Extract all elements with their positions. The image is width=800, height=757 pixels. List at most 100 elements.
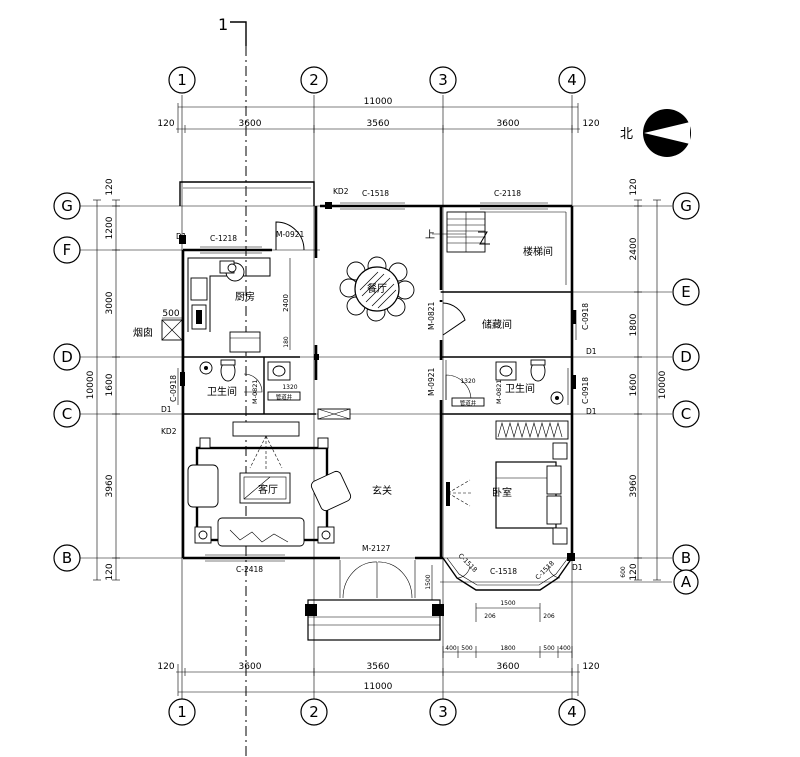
axis-label: 4 (567, 703, 577, 721)
opening-code: M-0821 (251, 380, 259, 405)
opening-code: C-0918 (581, 303, 590, 330)
room-label-flue: 烟囱 (133, 326, 153, 339)
dim-top-seg: 120 (157, 119, 174, 129)
dim-top-seg: 120 (582, 119, 599, 129)
dim-bottom-seg: 3600 (239, 662, 262, 672)
opening-code: M-0821 (427, 302, 436, 330)
opening-code: D1 (586, 347, 597, 356)
dining-table (339, 256, 415, 322)
opening-code: M-0821 (495, 380, 503, 405)
opening-code: C-1518 (457, 552, 479, 574)
room-label-bath-left: 卫生间 (207, 385, 237, 398)
dim-bottom-seg: 3600 (497, 662, 520, 672)
north-arrow: 北 (620, 109, 691, 157)
room-label-dining: 餐厅 (367, 282, 387, 295)
vent-label: 管道井 (460, 399, 477, 407)
opening-code: C-1518 (534, 559, 556, 581)
dim-right-seg: 2400 (629, 237, 639, 260)
axis-label: G (61, 197, 73, 215)
dim-left-total: 10000 (86, 370, 96, 399)
dim-misc: 500 (162, 309, 179, 319)
axis-label: D (680, 348, 692, 366)
axis-bubble (53, 400, 81, 428)
axis-label: D (61, 348, 73, 366)
axis-bubble (558, 698, 586, 726)
axis-label: C (62, 405, 72, 423)
axis-bubble (300, 66, 328, 94)
windows (177, 202, 577, 562)
opening-code: D1 (572, 563, 583, 572)
dim-misc: 1500 (425, 574, 432, 589)
living-room-furniture (187, 408, 352, 547)
axis-bubble (558, 66, 586, 94)
kitchen-fixtures (187, 257, 271, 353)
dim-right-seg: 1800 (629, 313, 639, 336)
axis-bubbles: 1 2 3 4 1 2 3 4 G F D C B G E D C (53, 66, 700, 726)
dim-left-seg: 3000 (105, 291, 115, 314)
opening-code: C-0918 (169, 375, 178, 402)
bedroom-furniture (446, 420, 569, 545)
dim-left-seg: 120 (105, 563, 115, 580)
dim-right-seg: 3960 (629, 474, 639, 497)
axis-bubble (672, 278, 700, 306)
axis-label: F (63, 241, 72, 259)
dimension-left: 120 1200 3000 1600 3960 120 10000 (86, 178, 120, 581)
axis-bubble (672, 400, 700, 428)
axis-bubble (53, 544, 81, 572)
dim-left-seg: 120 (105, 178, 115, 195)
dim-right-seg: 1600 (629, 373, 639, 396)
axis-label: 2 (309, 703, 319, 721)
dim-bay: 206 (543, 613, 555, 620)
axis-label: 3 (438, 703, 448, 721)
axis-bubble (168, 698, 196, 726)
dim-total-width-bottom: 11000 (364, 682, 393, 692)
dim-porch: 400 (559, 645, 571, 652)
dim-right-seg: 120 (629, 563, 639, 580)
axis-bubble (53, 236, 81, 264)
flue (161, 319, 183, 341)
walls (179, 181, 574, 591)
dim-misc: 600 (620, 566, 627, 578)
dim-misc: 1320 (282, 384, 297, 391)
axis-label: G (680, 197, 692, 215)
dim-porch: 400 (445, 645, 457, 652)
section-mark: 1 (218, 15, 247, 757)
dim-left-seg: 1600 (105, 373, 115, 396)
stair (432, 211, 490, 253)
axis-label: 3 (438, 71, 448, 89)
dim-porch: 1800 (500, 645, 515, 652)
opening-code: M-0921 (276, 230, 304, 239)
dim-right-total: 10000 (658, 370, 668, 399)
dim-misc: 180 (283, 336, 290, 348)
vent-label: 管道井 (276, 393, 293, 401)
dim-total-width-top: 11000 (364, 97, 393, 107)
dimension-bottom: 120 3600 3560 3600 120 11000 (157, 662, 600, 696)
vents: 管道井 管道井 (267, 391, 485, 407)
axis-bubble (168, 66, 196, 94)
room-labels: 厨房 餐厅 楼梯间 储藏间 卫生间 卫生间 客厅 玄关 卧室 烟囱 上 (133, 229, 553, 499)
dim-left-seg: 3960 (105, 474, 115, 497)
axis-label: B (681, 549, 691, 567)
dim-bay: 206 (484, 613, 496, 620)
dim-porch: 500 (461, 645, 473, 652)
opening-code: C-0918 (581, 377, 590, 404)
dim-bottom-seg: 120 (157, 662, 174, 672)
room-label-kitchen: 厨房 (235, 290, 255, 303)
opening-code: C-1518 (362, 189, 389, 198)
room-label-bath-right: 卫生间 (505, 382, 535, 395)
axis-bubble (672, 343, 700, 371)
axis-label: 1 (177, 703, 187, 721)
dim-top-seg: 3600 (239, 119, 262, 129)
dim-misc: 2400 (282, 294, 290, 312)
dim-bay: 1500 (500, 600, 515, 607)
axis-label: C (681, 405, 691, 423)
opening-code: KD2 (333, 187, 349, 196)
dim-right-seg: 120 (629, 178, 639, 195)
left-bath-fixtures (199, 359, 291, 382)
opening-code: M-0921 (427, 368, 436, 396)
axis-bubble (53, 343, 81, 371)
north-label: 北 (620, 127, 633, 142)
axis-label: E (681, 283, 690, 301)
porch (307, 560, 441, 641)
section-mark-label: 1 (218, 15, 228, 34)
